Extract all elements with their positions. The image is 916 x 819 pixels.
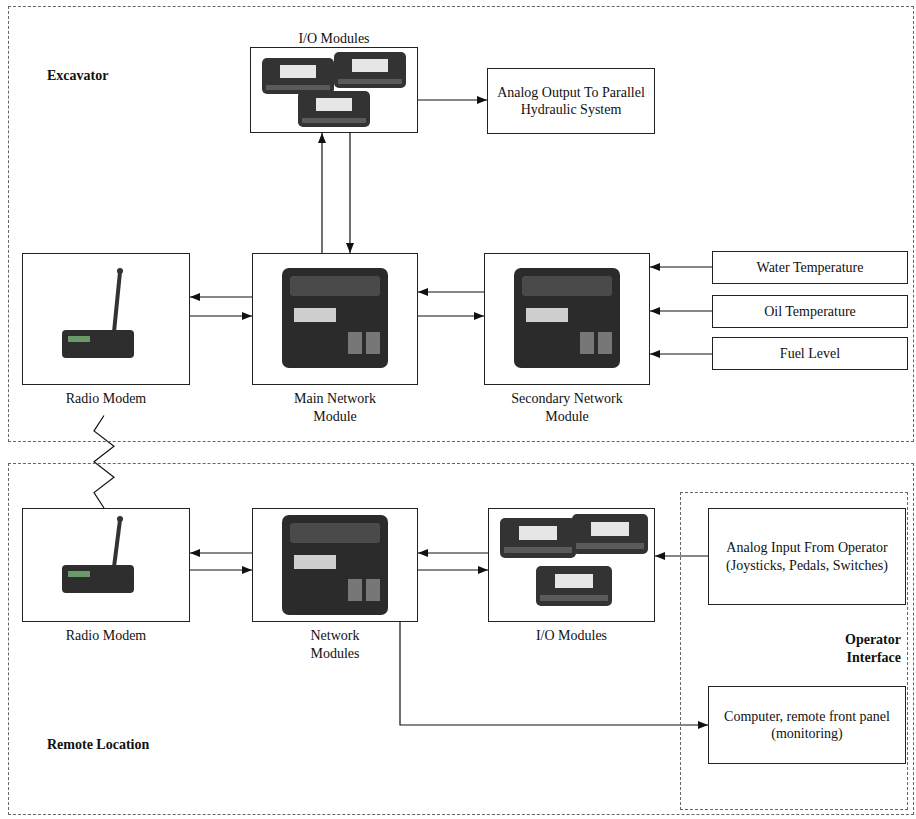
box-label: Analog Output To Parallel Hydraulic Syst… bbox=[488, 84, 654, 119]
module-label: Network Modules bbox=[290, 627, 380, 662]
module-label: Secondary Network Module bbox=[511, 390, 623, 425]
box-label: Water Temperature bbox=[751, 259, 870, 277]
connector bbox=[349, 133, 350, 253]
connector bbox=[418, 315, 484, 316]
signal-box: Computer, remote front panel (monitoring… bbox=[708, 686, 906, 764]
module-label: I/O Modules bbox=[502, 627, 642, 645]
radio-modem-picture bbox=[62, 268, 134, 358]
region-title: Remote Location bbox=[47, 736, 149, 754]
box-label: Oil Temperature bbox=[758, 303, 862, 321]
connector bbox=[418, 99, 487, 100]
network-module-picture bbox=[514, 268, 620, 368]
connector bbox=[190, 315, 252, 316]
region-title: Excavator bbox=[47, 67, 108, 85]
connector bbox=[650, 353, 712, 354]
region-title: Operator Interface bbox=[825, 631, 901, 666]
module-label: Radio Modem bbox=[36, 390, 176, 408]
module-label: Radio Modem bbox=[36, 627, 176, 645]
signal-box: Water Temperature bbox=[712, 251, 908, 284]
box-label: Analog Input From Operator (Joysticks, P… bbox=[709, 539, 905, 574]
signal-box: Oil Temperature bbox=[712, 295, 908, 328]
device-box: Radio Modem bbox=[22, 508, 190, 622]
connector bbox=[190, 552, 252, 553]
connector bbox=[94, 416, 114, 509]
box-label: Fuel Level bbox=[774, 345, 846, 363]
signal-box: Analog Input From Operator (Joysticks, P… bbox=[708, 508, 906, 605]
connector bbox=[418, 569, 488, 570]
region-frame: Radio ModemNetwork ModulesI/O ModulesAna… bbox=[8, 463, 914, 815]
network-module-picture bbox=[282, 268, 388, 368]
connector bbox=[190, 569, 252, 570]
module-label: I/O Modules bbox=[264, 30, 404, 48]
connector bbox=[650, 310, 712, 311]
io-module-picture bbox=[500, 514, 648, 606]
box-label: Computer, remote front panel (monitoring… bbox=[709, 708, 905, 743]
network-module-picture bbox=[282, 515, 388, 615]
connector bbox=[655, 555, 708, 556]
connector bbox=[190, 296, 252, 297]
connector bbox=[418, 552, 488, 553]
io-module-picture bbox=[262, 52, 406, 127]
connector bbox=[321, 133, 322, 253]
device-box: Secondary Network Module bbox=[484, 253, 650, 385]
device-box: I/O Modules bbox=[250, 47, 418, 133]
device-box: I/O Modules bbox=[488, 508, 655, 622]
region-frame: I/O ModulesAnalog Output To Parallel Hyd… bbox=[8, 6, 914, 442]
connector bbox=[400, 622, 708, 725]
signal-box: Fuel Level bbox=[712, 337, 908, 370]
interface-frame: Analog Input From Operator (Joysticks, P… bbox=[680, 492, 908, 810]
connector bbox=[418, 291, 484, 292]
module-label: Main Network Module bbox=[279, 390, 391, 425]
device-box: Main Network Module bbox=[252, 253, 418, 385]
connector bbox=[650, 266, 712, 267]
device-box: Radio Modem bbox=[22, 253, 190, 385]
signal-box: Analog Output To Parallel Hydraulic Syst… bbox=[487, 68, 655, 134]
radio-modem-picture bbox=[62, 516, 134, 593]
device-box: Network Modules bbox=[252, 508, 418, 622]
